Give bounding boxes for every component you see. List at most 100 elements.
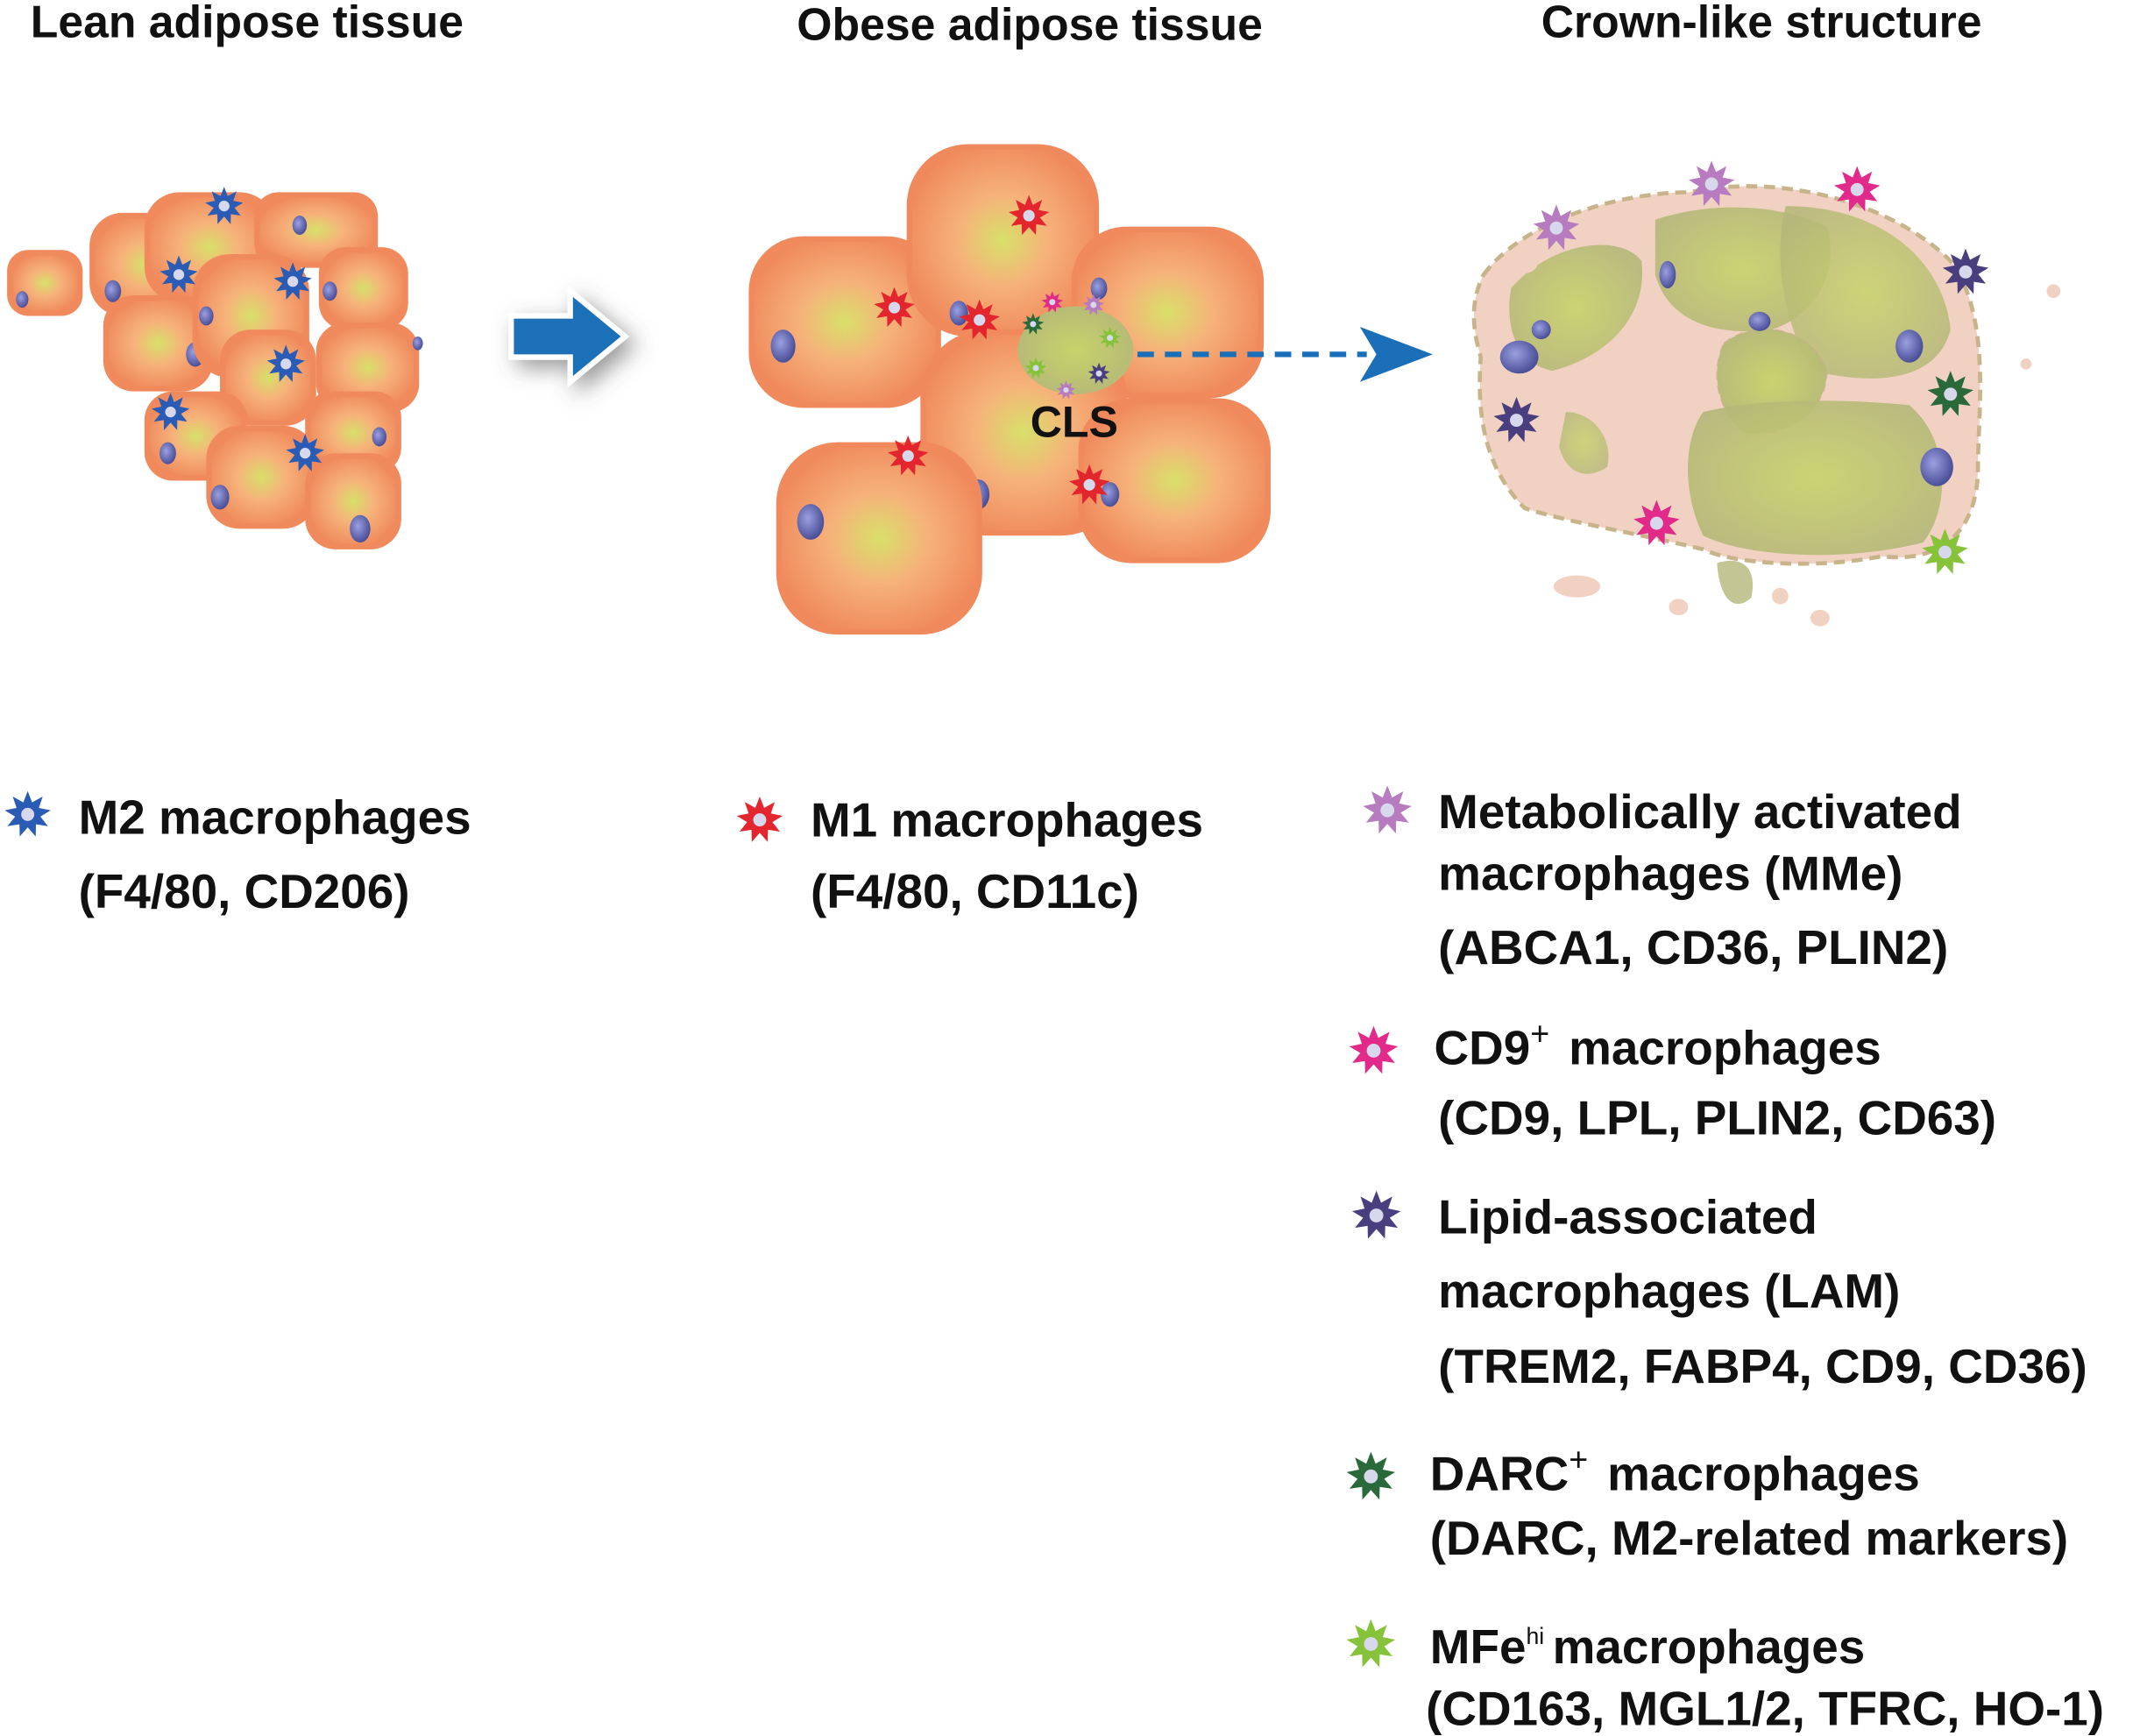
macrophage-icon [1099, 327, 1121, 349]
macrophage-icon [1022, 313, 1045, 335]
macrophage-nucleus [173, 269, 185, 280]
nucleus-icon [350, 514, 371, 543]
macrophage-icon [736, 797, 783, 842]
macrophage-nucleus [1063, 387, 1069, 393]
nucleus-icon [159, 442, 176, 464]
macrophage-nucleus [165, 407, 176, 418]
adipocyte-lipid [211, 431, 311, 524]
macrophage-icon [1088, 362, 1110, 385]
macrophage-icon [1082, 294, 1105, 315]
legend-m1-markers: (F4/80, CD11c) [811, 864, 1139, 918]
macrophage-nucleus [1369, 1208, 1384, 1222]
macrophage-nucleus [1364, 1469, 1378, 1484]
adipocyte [748, 236, 941, 408]
macrophage-nucleus [1095, 370, 1102, 377]
macrophage-icon [1927, 371, 1973, 416]
macrophage-nucleus [300, 448, 311, 459]
adipocyte [1078, 398, 1271, 563]
legend-mme-markers: (ABCA1, CD36, PLIN2) [1438, 920, 1948, 974]
progression-arrow [508, 285, 630, 388]
macrophage-icon [1346, 1619, 1396, 1668]
legend-lam-title: Lipid-associated [1438, 1189, 1817, 1244]
legend-cd9-title: CD9+macrophages [1434, 1016, 1881, 1075]
obese-adipose-tissue [748, 144, 1271, 635]
macrophage-icon [4, 790, 51, 837]
macrophage-nucleus [888, 301, 901, 314]
macrophage-icon [1349, 1025, 1399, 1074]
legend-darc-markers: (DARC, M2-related markers) [1430, 1511, 2068, 1565]
legend-lam-title2: macrophages (LAM) [1438, 1264, 1900, 1318]
adipocyte [206, 425, 316, 529]
adipocyte [7, 250, 83, 316]
macrophage-markers [4, 160, 1989, 1668]
macrophage-nucleus [1023, 209, 1035, 222]
macrophage-icon [1633, 500, 1680, 546]
adipocyte-lipid [310, 396, 396, 469]
lean-adipose-tissue [7, 192, 423, 549]
header-lean: Lean adipose tissue [31, 0, 464, 46]
adipocyte [318, 247, 408, 330]
adipocyte-lipid [322, 328, 415, 407]
adipocyte [776, 442, 982, 635]
nucleus-icon [1090, 277, 1108, 300]
adipocyte-lipid [1083, 403, 1265, 558]
macrophage-nucleus [1959, 265, 1973, 279]
macrophage-nucleus [1380, 803, 1395, 818]
nucleus-icon [104, 280, 122, 302]
macrophage-nucleus [1649, 516, 1663, 530]
macrophage-nucleus [280, 358, 292, 370]
adipocyte-lipid [259, 197, 373, 263]
nucleus-icon [199, 306, 214, 326]
macrophage-nucleus [753, 813, 767, 827]
macrophage-icon [1834, 166, 1881, 212]
legend-mme-title: Metabolically activated [1438, 784, 1961, 839]
legend-m2-title: M2 macrophages [79, 790, 471, 844]
legend-lam-markers: (TREM2, FABP4, CD9, CD36) [1438, 1339, 2087, 1393]
nucleus-icon [372, 427, 387, 447]
macrophage-nucleus [21, 807, 35, 821]
nucleus-icon [949, 301, 968, 326]
macrophage-nucleus [1938, 545, 1952, 559]
legend-mfe-markers: (CD163, MGL1/2, TFRC, HO-1) [1426, 1681, 2104, 1735]
macrophage-icon [888, 435, 929, 476]
macrophage-icon [1008, 195, 1050, 236]
adipocyte-lipid [109, 301, 208, 386]
macrophage-nucleus [1549, 221, 1563, 235]
legend-m2-markers: (F4/80, CD206) [79, 864, 410, 918]
macrophage-icon [273, 262, 312, 300]
macrophage-icon [1346, 1451, 1396, 1500]
macrophage-icon [1068, 464, 1110, 505]
adipocyte-lipid [310, 458, 396, 544]
adipocyte-lipid [754, 241, 936, 403]
macrophage-nucleus [1083, 478, 1095, 491]
macrophage-nucleus [902, 450, 914, 462]
macrophage-nucleus [1366, 1044, 1381, 1058]
macrophage-nucleus [974, 314, 986, 326]
macrophage-icon [1024, 357, 1047, 379]
macrophage-icon [1363, 785, 1412, 834]
legend-mme-title2: macrophages (MMe) [1438, 847, 1902, 901]
macrophage-icon [1688, 160, 1735, 207]
nucleus-icon [770, 329, 796, 363]
macrophage-nucleus [1364, 1637, 1378, 1651]
macrophage-icon [1942, 248, 1989, 294]
macrophage-icon [1533, 204, 1580, 251]
macrophage-nucleus [1850, 182, 1864, 196]
macrophage-nucleus [218, 200, 230, 212]
cls-label: CLS [1031, 397, 1118, 446]
adipocyte [315, 322, 423, 413]
legend-darc-title: DARC+macrophages [1430, 1442, 1920, 1501]
macrophage-nucleus [1090, 301, 1097, 308]
adipocyte [305, 453, 401, 549]
adipocyte [103, 294, 214, 392]
adipocyte-lipid [782, 447, 977, 629]
header-obese: Obese adipose tissue [797, 0, 1263, 49]
nucleus-icon [292, 216, 308, 235]
nucleus-icon [322, 281, 337, 301]
legend-cd9-markers: (CD9, LPL, PLIN2, CD63) [1438, 1091, 1996, 1145]
header-cls: Crown-like structure [1541, 0, 1982, 46]
macrophage-icon [205, 187, 244, 224]
macrophage-nucleus [1944, 387, 1958, 401]
